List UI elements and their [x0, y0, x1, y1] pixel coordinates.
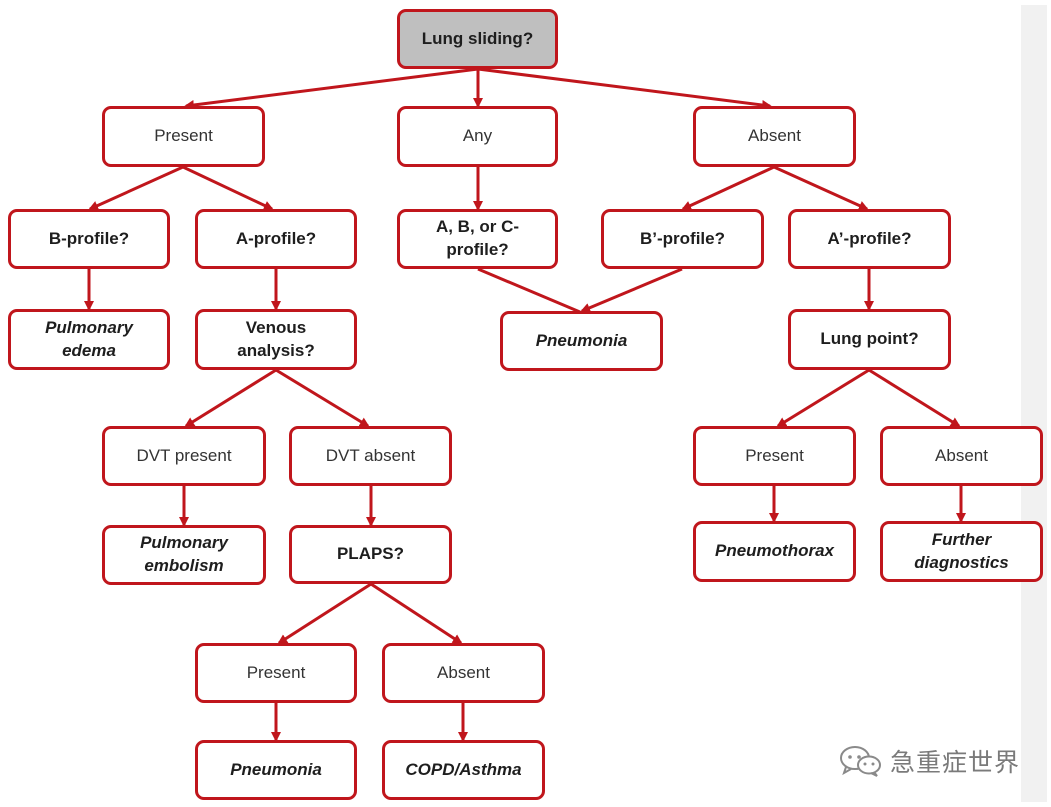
node-absent: Absent — [693, 106, 856, 167]
node-plaps-present: Present — [195, 643, 357, 703]
arrow-lungpoint-absent — [868, 368, 961, 428]
node-a-profile: A-profile? — [195, 209, 357, 269]
arrow-venous-dvtabsent — [275, 368, 370, 428]
arrow-absent-aprime — [773, 165, 869, 211]
node-pulmonary-edema: Pulmonary edema — [8, 309, 170, 370]
node-lung-point-present: Present — [693, 426, 856, 486]
node-pneumonia-plaps: Pneumonia — [195, 740, 357, 800]
node-a-prime-profile: A’-profile? — [788, 209, 951, 269]
arrow-present-aprofile — [182, 165, 274, 211]
arrow-root-absent — [477, 67, 772, 110]
arrow-bprime-pneumonia — [580, 267, 683, 313]
node-abc-profile: A, B, or C-profile? — [397, 209, 558, 269]
node-copd-asthma: COPD/Asthma — [382, 740, 545, 800]
side-strip — [1021, 5, 1047, 802]
node-pneumonia-any: Pneumonia — [500, 311, 663, 371]
node-pneumothorax: Pneumothorax — [693, 521, 856, 582]
node-plaps-absent: Absent — [382, 643, 545, 703]
node-venous-analysis: Venous analysis? — [195, 309, 357, 370]
node-pulmonary-embolism: Pulmonary embolism — [102, 525, 266, 585]
watermark: 急重症世界 — [838, 736, 1020, 786]
arrow-present-bprofile — [88, 165, 184, 211]
arrow-lungpoint-present — [776, 368, 870, 428]
node-dvt-absent: DVT absent — [289, 426, 452, 486]
node-further-diagnostics: Further diagnostics — [880, 521, 1043, 582]
wechat-icon — [840, 746, 881, 777]
node-present: Present — [102, 106, 265, 167]
node-b-prime-profile: B’-profile? — [601, 209, 764, 269]
node-lung-point-absent: Absent — [880, 426, 1043, 486]
watermark-text: 急重症世界 — [890, 748, 1021, 777]
arrow-venous-dvtpresent — [184, 368, 277, 428]
node-lung-point: Lung point? — [788, 309, 951, 370]
node-dvt-present: DVT present — [102, 426, 266, 486]
arrow-absent-bprime — [681, 165, 775, 211]
arrow-abc-pneumonia — [477, 267, 581, 314]
arrow-plaps-absent — [370, 582, 463, 645]
node-lung-sliding: Lung sliding? — [397, 9, 558, 69]
node-plaps: PLAPS? — [289, 525, 452, 584]
node-any: Any — [397, 106, 558, 167]
arrow-root-present — [184, 67, 479, 110]
node-b-profile: B-profile? — [8, 209, 170, 269]
arrow-plaps-present — [277, 582, 372, 645]
